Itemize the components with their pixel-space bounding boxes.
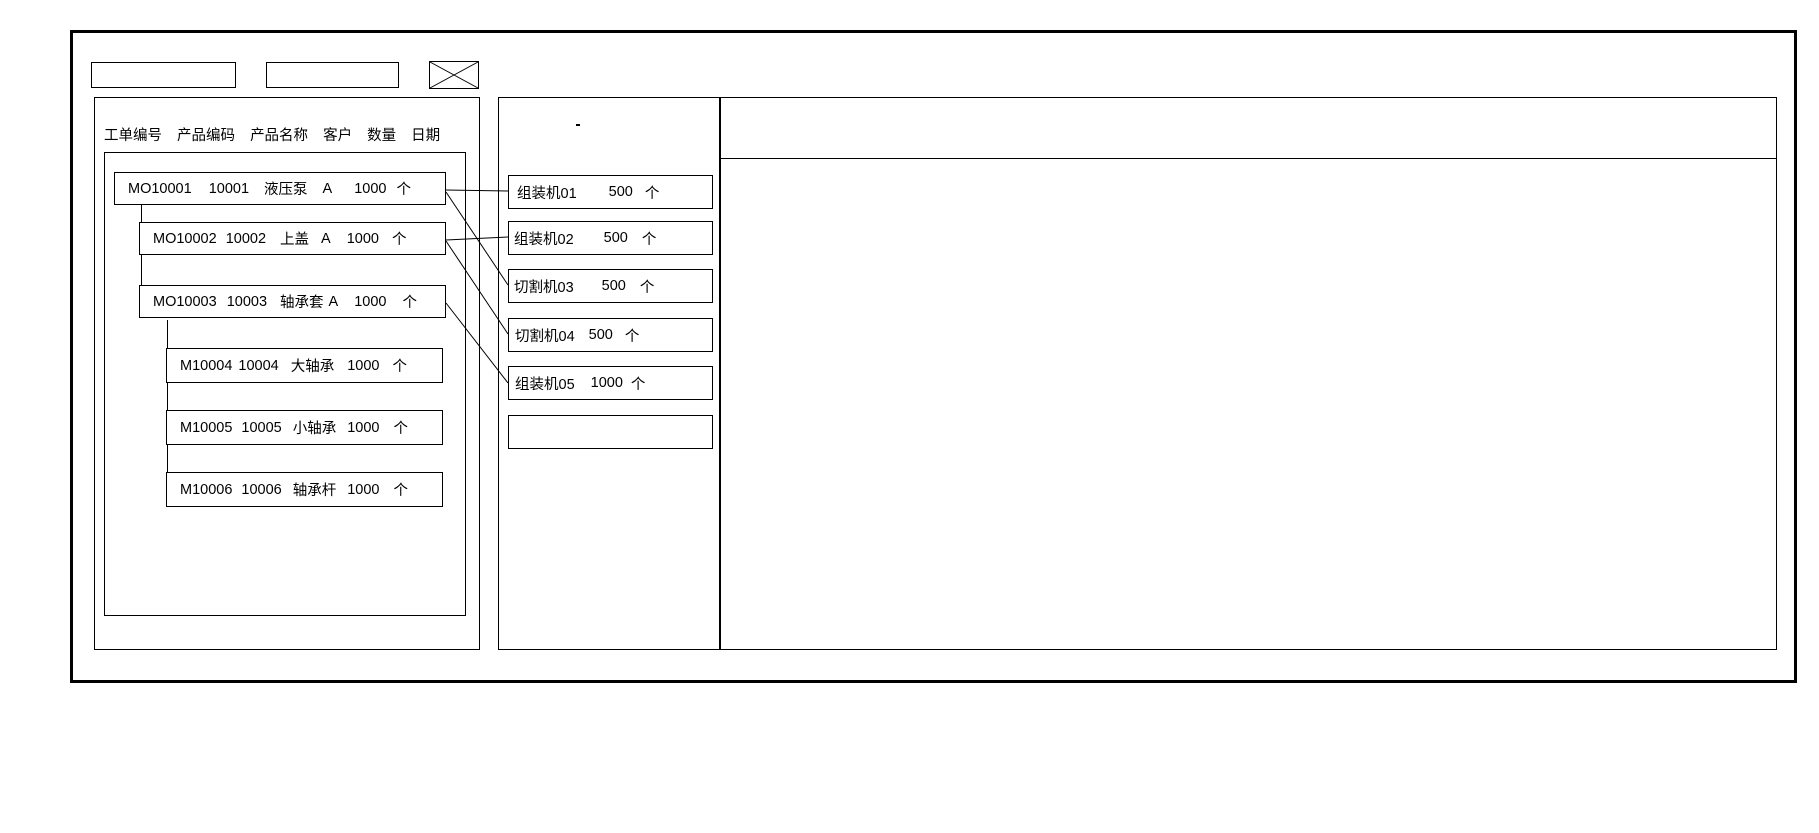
row-customer: A	[328, 293, 339, 310]
operation-card[interactable]: 切割机04 500 个	[508, 318, 713, 352]
column-header-order-no: 工单编号	[104, 128, 162, 144]
operation-unit: 个	[639, 279, 655, 296]
operation-unit: 个	[624, 328, 640, 345]
operation-quantity: 500	[601, 278, 626, 294]
column-header-date: 日期	[411, 128, 441, 144]
operation-quantity: 500	[588, 327, 613, 343]
operation-card-empty[interactable]	[508, 415, 713, 449]
row-product-code: 10004	[238, 357, 279, 374]
work-order-row[interactable]: MO10002 10002 上盖 A 1000 个	[139, 222, 446, 255]
operation-machine: 组装机02	[514, 231, 574, 248]
work-order-row[interactable]: M10004 10004 大轴承 1000 个	[166, 348, 443, 383]
operation-quantity: 1000	[590, 375, 623, 391]
row-product-code: 10001	[208, 180, 250, 197]
work-order-column-headers: 工单编号 产品编码 产品名称 客户 数量 日期	[104, 124, 464, 145]
operation-machine: 切割机04	[515, 328, 575, 345]
column-header-product-name: 产品名称	[250, 128, 309, 144]
operation-machine: 组装机05	[515, 376, 575, 393]
work-order-row[interactable]: MO10003 10003 轴承套 A 1000 个	[139, 285, 446, 318]
row-product-name: 轴承杆	[292, 483, 337, 499]
row-unit: 个	[392, 359, 408, 375]
row-product-code: 10003	[226, 293, 268, 310]
row-unit: 个	[402, 295, 417, 311]
column-header-customer: 客户	[323, 128, 353, 144]
row-product-name: 上盖	[280, 232, 310, 248]
operation-unit: 个	[644, 185, 660, 202]
row-customer: A	[322, 180, 333, 197]
row-unit: 个	[393, 421, 409, 437]
operation-card[interactable]: 组装机01 500 个	[508, 175, 713, 209]
toolbar	[91, 61, 479, 89]
operation-unit: 个	[641, 231, 657, 248]
work-order-row[interactable]: M10006 10006 轴承杆 1000 个	[166, 472, 443, 507]
row-unit: 个	[396, 182, 411, 198]
row-product-code: 10002	[225, 230, 267, 247]
row-quantity: 1000	[347, 481, 380, 498]
operation-unit: 个	[630, 376, 646, 393]
row-product-name: 小轴承	[292, 421, 337, 437]
row-order-no: M10006	[180, 481, 233, 498]
work-order-row[interactable]: M10005 10005 小轴承 1000 个	[166, 410, 443, 445]
row-quantity: 1000	[347, 419, 380, 436]
column-header-product-code: 产品编码	[177, 128, 236, 144]
operation-card[interactable]: 组装机05 1000 个	[508, 366, 713, 400]
row-product-name: 轴承套	[280, 295, 324, 311]
row-product-code: 10005	[241, 419, 282, 436]
operation-quantity: 500	[608, 184, 633, 200]
detail-panel	[720, 97, 1777, 650]
placeholder-image-icon[interactable]	[429, 61, 479, 89]
toolbar-field-2[interactable]	[266, 62, 399, 88]
row-customer: A	[321, 230, 331, 247]
operation-machine: 切割机03	[514, 279, 574, 296]
operation-quantity: 500	[603, 230, 628, 246]
row-quantity: 1000	[347, 357, 380, 374]
row-order-no: M10005	[180, 419, 233, 436]
row-product-name: 大轴承	[290, 359, 335, 375]
operation-machine: 组装机01	[517, 185, 577, 202]
row-unit: 个	[393, 483, 409, 499]
row-unit: 个	[391, 232, 407, 248]
row-quantity: 1000	[354, 293, 387, 310]
column-header-quantity: 数量	[367, 128, 397, 144]
row-product-name: 液压泵	[264, 182, 308, 198]
tree-connector	[167, 320, 168, 490]
panel-marker-dot	[576, 124, 580, 126]
operation-card[interactable]: 组装机02 500 个	[508, 221, 713, 255]
row-order-no: MO10003	[153, 293, 217, 310]
row-order-no: M10004	[180, 357, 233, 374]
row-order-no: MO10001	[128, 180, 192, 197]
operation-card[interactable]: 切割机03 500 个	[508, 269, 713, 303]
row-product-code: 10006	[241, 481, 282, 498]
row-quantity: 1000	[354, 180, 387, 197]
toolbar-field-1[interactable]	[91, 62, 236, 88]
detail-panel-header-divider	[721, 158, 1776, 159]
row-order-no: MO10002	[153, 230, 217, 247]
work-order-row[interactable]: MO10001 10001 液压泵 A 1000 个	[114, 172, 446, 205]
row-quantity: 1000	[346, 230, 379, 247]
